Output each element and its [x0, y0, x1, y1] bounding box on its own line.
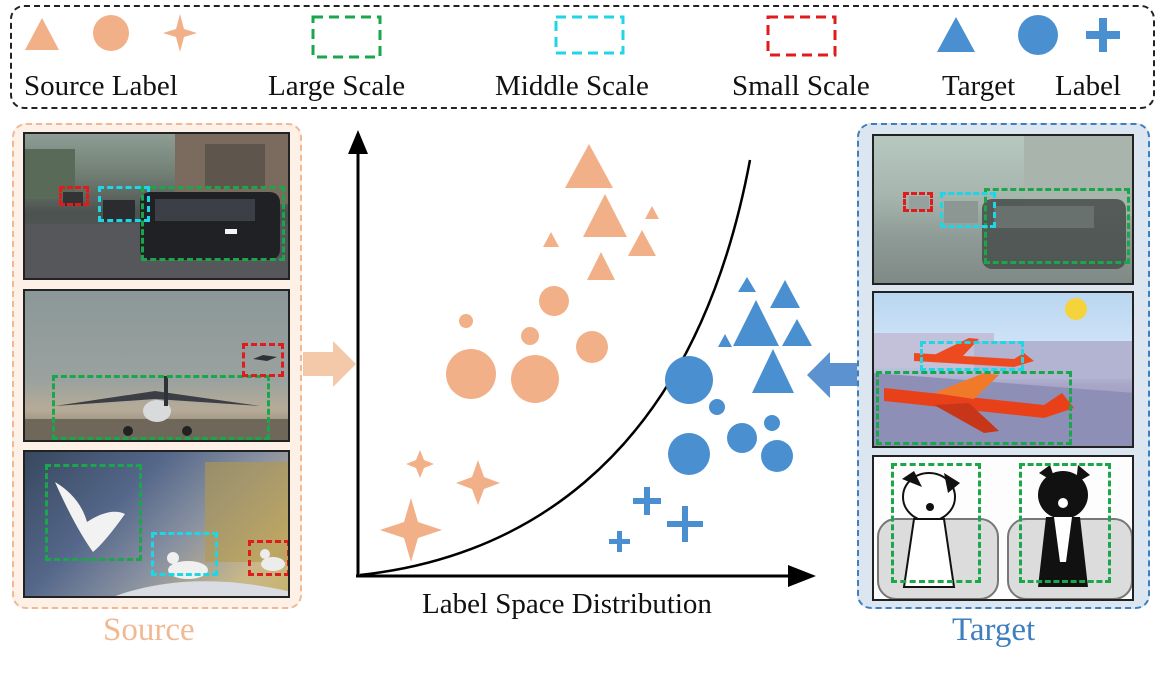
target-triangle — [738, 277, 756, 292]
source-circle-icon — [93, 15, 129, 51]
source-star — [456, 460, 500, 505]
target-circle — [761, 440, 793, 472]
source-triangle — [645, 206, 659, 219]
target-image-foggy-car — [872, 134, 1134, 285]
target-circle — [665, 356, 713, 404]
source-circle — [459, 314, 473, 328]
target-triangle — [770, 280, 800, 308]
target-circle — [668, 433, 710, 475]
target-image-cartoon-airplanes — [872, 291, 1134, 448]
source-image-airplane — [23, 289, 290, 442]
target-triangle — [752, 349, 794, 393]
source-star — [380, 498, 442, 562]
legend-icons — [25, 14, 1120, 59]
source-title: Source — [103, 612, 195, 648]
target-triangle-icon — [937, 17, 975, 52]
target-circle — [727, 423, 757, 453]
source-triangle — [587, 252, 615, 280]
source-triangle — [543, 232, 559, 247]
legend-large-scale: Large Scale — [268, 70, 406, 102]
source-circle — [539, 286, 569, 316]
large-scale-box-icon — [311, 15, 382, 59]
target-circle-icon — [1018, 15, 1058, 55]
y-axis-arrowhead — [348, 130, 368, 154]
target-plus-icon — [1086, 18, 1120, 52]
legend-box — [10, 5, 1155, 109]
small-scale-box-icon — [766, 15, 837, 57]
target-image-cartoon-dogs — [872, 455, 1134, 601]
source-triangle — [565, 144, 613, 188]
middle-scale-box-icon — [554, 15, 625, 55]
legend-label: Label — [1055, 70, 1122, 102]
target-circle — [764, 415, 780, 431]
source-image-seagulls — [23, 450, 290, 598]
target-plus — [633, 487, 661, 515]
legend-target: Target — [942, 70, 1016, 102]
target-flow-arrow — [807, 352, 857, 398]
source-flow-arrow — [303, 341, 356, 387]
target-plus — [609, 531, 630, 552]
target-triangle — [718, 334, 732, 347]
target-triangle — [733, 300, 779, 346]
source-star — [406, 450, 434, 478]
target-plus — [667, 506, 703, 542]
source-triangle — [628, 230, 656, 256]
source-circle — [446, 349, 496, 399]
source-circle — [521, 327, 539, 345]
source-circle — [576, 331, 608, 363]
legend-source-label: Source Label — [24, 70, 178, 102]
boundary-curve — [359, 159, 752, 577]
source-triangle-icon — [25, 18, 59, 50]
target-triangle — [782, 319, 812, 346]
target-title: Target — [952, 612, 1036, 648]
x-axis-arrowhead — [788, 565, 816, 587]
source-triangle — [583, 194, 627, 237]
legend-small-scale: Small Scale — [732, 70, 870, 102]
target-circle — [709, 399, 725, 415]
source-image-street-car — [23, 132, 290, 280]
label-space-plot — [303, 130, 857, 587]
legend-middle-scale: Middle Scale — [495, 70, 649, 102]
x-axis-label: Label Space Distribution — [422, 588, 712, 620]
source-circle — [511, 355, 559, 403]
source-star-icon — [163, 14, 197, 52]
